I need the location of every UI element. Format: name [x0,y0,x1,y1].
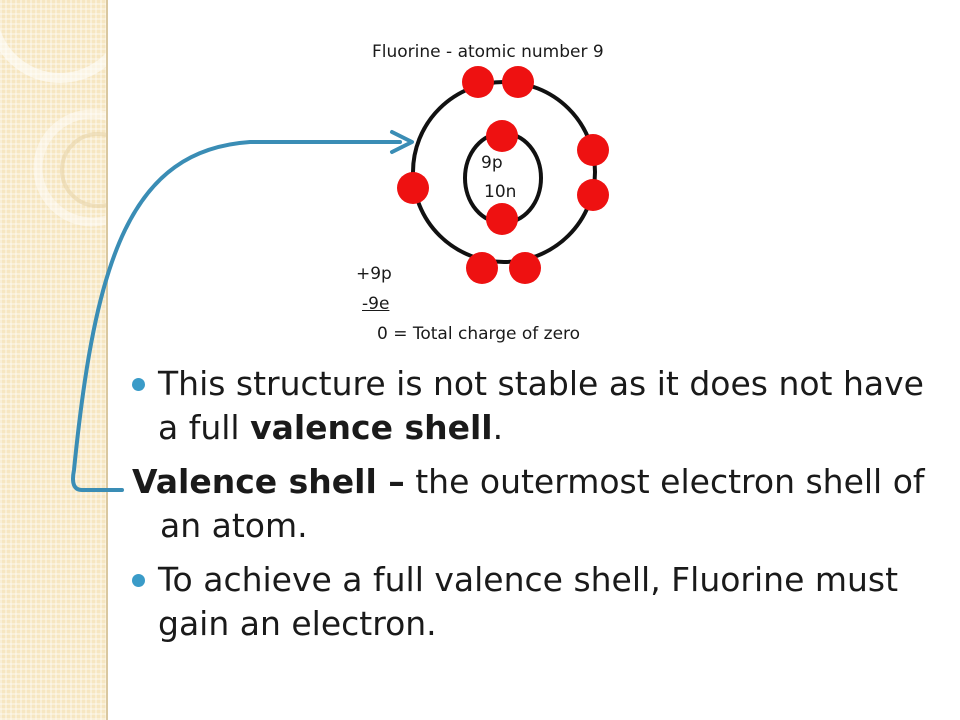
bullet-item-gain-electron: To achieve a full valence shell, Fluorin… [130,558,950,646]
charge-electrons: -9e [362,294,390,314]
electron [502,66,534,98]
nucleus-protons: 9p [481,153,503,173]
electron [577,179,609,211]
nucleus-neutrons: 10n [484,182,517,202]
bullet-bold-term: valence shell [250,408,493,447]
electron [577,134,609,166]
bullet-text: This structure is not stable as it does … [158,364,924,447]
bullet-text-end: . [492,408,504,447]
electron [466,252,498,284]
pointer-arrow [71,130,414,492]
electron [486,203,518,235]
electron [397,172,429,204]
outer-electron-shell [411,80,597,264]
electron [509,252,541,284]
electron [486,120,518,152]
bullet-text: To achieve a full valence shell, Fluorin… [158,560,899,643]
definition-term: Valence shell – [132,462,405,501]
slide-body: This structure is not stable as it does … [130,362,950,656]
bullet-icon [132,574,145,587]
sidebar-circles-decoration [0,29,106,227]
charge-total: 0 = Total charge of zero [377,324,581,344]
definition-valence-shell: Valence shell – the outermost electron s… [132,460,950,548]
bullet-icon [132,378,145,391]
electron [462,66,494,98]
diagram-title: Fluorine - atomic number 9 [372,42,604,62]
bullet-item-stability: This structure is not stable as it does … [130,362,950,450]
definition-text: the outermost electron shell of an atom. [160,462,925,545]
charge-protons: +9p [356,264,392,284]
